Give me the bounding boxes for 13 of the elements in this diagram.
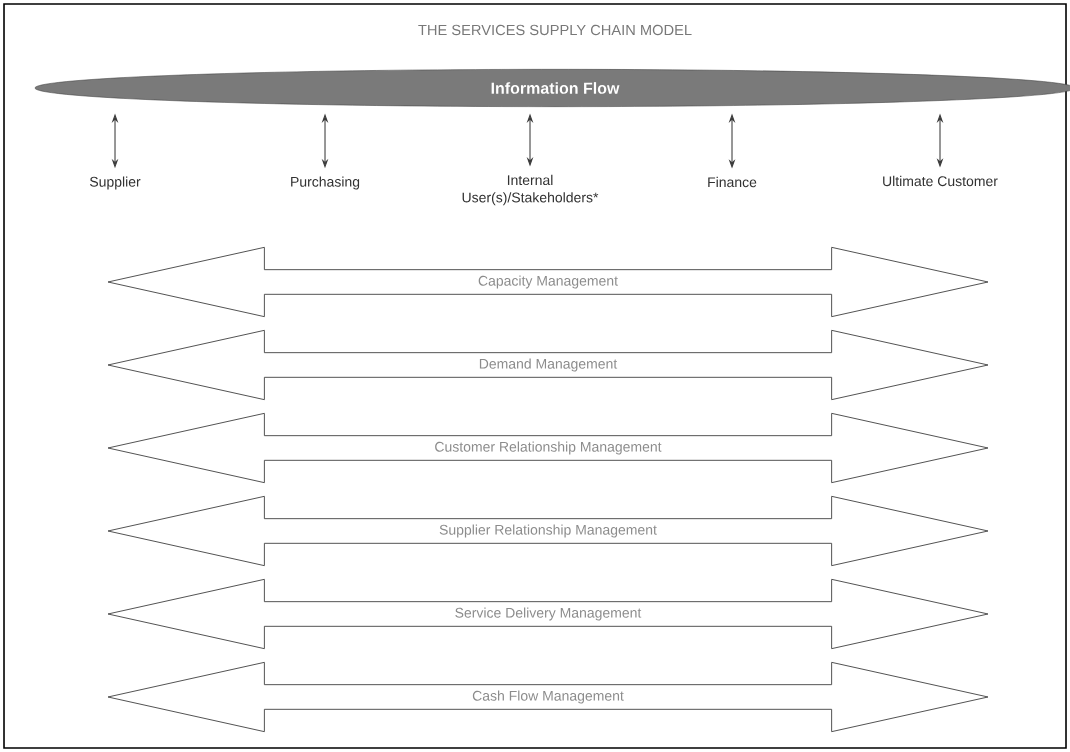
role-label: Supplier <box>89 176 141 190</box>
role-label: Ultimate Customer <box>883 175 998 187</box>
role-label: Internal User(s)/Stakeholders* <box>462 174 599 206</box>
double-arrow-band: Cash Flow Management <box>107 661 989 733</box>
double-arrow-band: Supplier Relationship Management <box>107 495 989 567</box>
double-arrow-band: Customer Relationship Management <box>107 412 989 484</box>
title: THE SERVICES SUPPLY CHAIN MODEL <box>418 24 692 36</box>
ellipse-banner: Information Flow <box>34 69 1070 107</box>
role-label: Purchasing <box>291 176 360 190</box>
role-label: Finance <box>708 176 757 188</box>
double-arrow-band: Capacity Management <box>107 246 989 318</box>
double-arrow-band: Demand Management <box>107 329 989 401</box>
double-arrow-band: Service Delivery Management <box>107 578 989 650</box>
